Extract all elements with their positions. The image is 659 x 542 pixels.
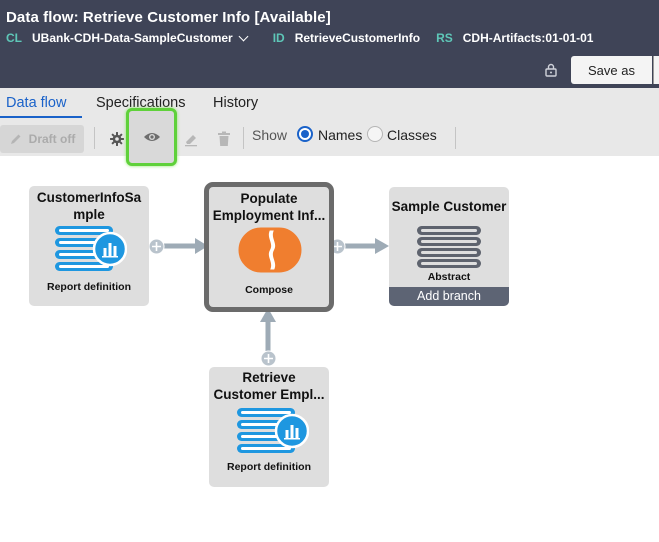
draft-off-label: Draft off (28, 132, 76, 146)
source-node[interactable]: CustomerInfoSample Report definition (29, 186, 149, 306)
source-node-title: CustomerInfoSample (36, 190, 142, 222)
compose-icon (238, 227, 302, 273)
secondary-node-subtitle: Report definition (227, 461, 311, 473)
trash-icon (218, 131, 230, 146)
toolbar-divider (243, 127, 244, 149)
destination-node[interactable]: Sample Customer Abstract Add branch (389, 187, 509, 306)
compose-node-title: Populate Employment Inf... (212, 191, 326, 223)
tab-data-flow[interactable]: Data flow (6, 95, 67, 111)
abstract-icon (417, 226, 481, 268)
compose-node[interactable]: Populate Employment Inf... Compose (204, 182, 334, 312)
destination-node-subtitle: Abstract (427, 271, 471, 283)
add-connector-icon[interactable] (148, 238, 165, 255)
delete-button[interactable] (211, 125, 237, 153)
arrow-head (195, 238, 208, 254)
toolbar-divider (455, 127, 456, 149)
classes-radio[interactable] (367, 126, 383, 142)
source-node-subtitle: Report definition (47, 281, 131, 293)
tab-history[interactable]: History (213, 95, 259, 111)
arrow-head (260, 308, 276, 322)
eye-icon (143, 133, 160, 141)
arrow-head (375, 238, 389, 254)
report-definition-icon (237, 408, 309, 453)
show-label: Show (252, 127, 288, 143)
clear-button[interactable] (178, 125, 204, 153)
secondary-node-title: Retrieve Customer Empl... (213, 370, 325, 402)
id-value: RetrieveCustomerInfo (294, 31, 421, 45)
add-branch-button[interactable]: Add branch (389, 287, 509, 306)
compose-node-subtitle: Compose (245, 284, 293, 296)
save-as-button[interactable]: Save as (571, 56, 652, 84)
page-title: Data flow: Retrieve Customer Info [Avail… (6, 9, 331, 26)
report-definition-icon (55, 226, 127, 271)
lock-icon[interactable] (544, 63, 558, 77)
names-radio-label[interactable]: Names (318, 127, 363, 143)
cl-key: CL (6, 31, 22, 45)
gear-icon (110, 132, 124, 146)
eraser-icon (185, 135, 197, 147)
connector-line (335, 243, 377, 249)
preview-button[interactable] (126, 108, 177, 166)
destination-node-title: Sample Customer (391, 199, 507, 214)
cl-value[interactable]: UBank-CDH-Data-SampleCustomer (32, 31, 233, 45)
draft-off-button[interactable]: Draft off (0, 125, 84, 153)
connector-line (155, 243, 197, 249)
names-radio[interactable] (297, 126, 313, 142)
rule-header: Data flow: Retrieve Customer Info [Avail… (0, 0, 659, 88)
pencil-icon (10, 134, 21, 144)
tabs-toolbar-panel (0, 88, 659, 156)
id-key: ID (272, 31, 285, 45)
settings-button[interactable] (103, 125, 131, 153)
connector-line (265, 318, 271, 358)
toolbar-divider (94, 127, 95, 149)
add-connector-icon[interactable] (260, 350, 277, 367)
save-menu-edge[interactable] (653, 56, 659, 84)
rs-key: RS (436, 31, 453, 45)
classes-radio-label[interactable]: Classes (387, 127, 437, 143)
secondary-source-node[interactable]: Retrieve Customer Empl... Report definit… (209, 367, 329, 487)
active-tab-indicator (0, 116, 82, 118)
tab-specifications[interactable]: Specifications (96, 95, 186, 111)
rule-meta: CL UBank-CDH-Data-SampleCustomer ID Retr… (6, 31, 593, 45)
rs-value[interactable]: CDH-Artifacts:01-01-01 (462, 31, 594, 45)
